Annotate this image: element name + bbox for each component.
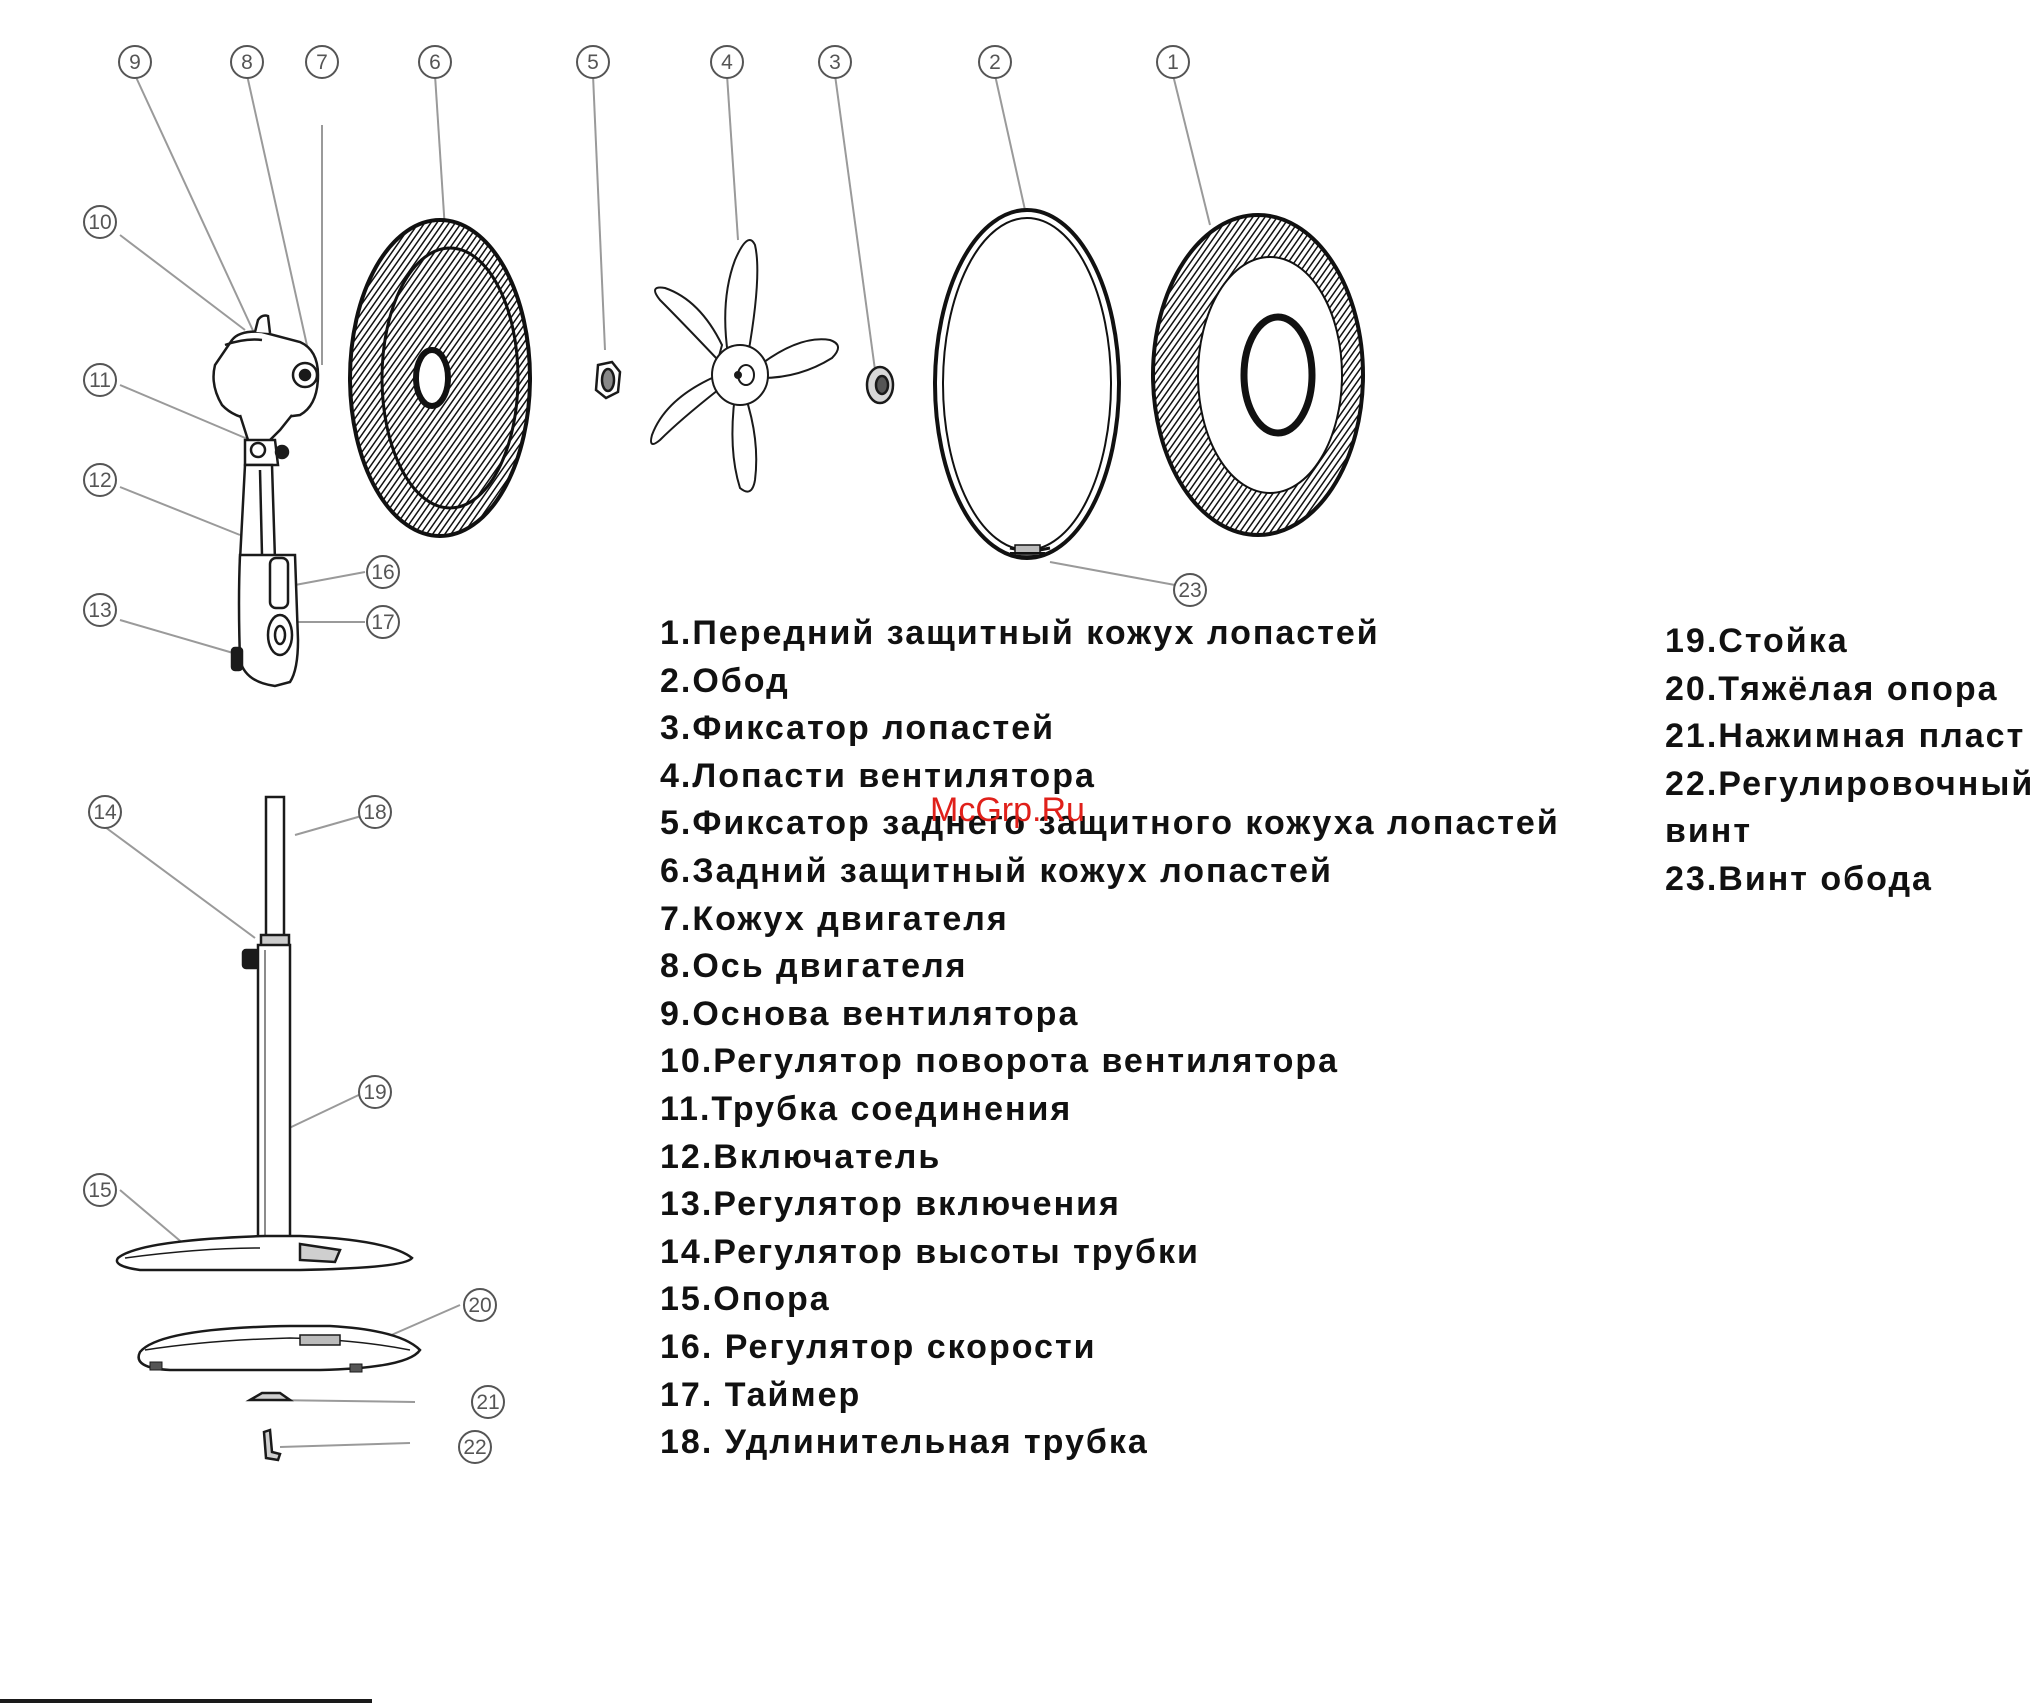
legend-item: 13.Регулятор включения	[660, 1185, 1121, 1224]
legend-item: 11.Трубка соединения	[660, 1089, 1073, 1128]
callout-circle	[366, 555, 400, 589]
callout-number: 21	[476, 1391, 499, 1414]
parts-legend-right: 19.Стойка 20.Тяжёлая опора 21.Нажимная п…	[1665, 618, 2034, 904]
callout-number: 17	[371, 611, 394, 634]
legend-item: 6.Задний защитный кожух лопастей	[660, 851, 1333, 890]
legend-item: 14.Регулятор высоты трубки	[660, 1232, 1200, 1271]
legend-item: 20.Тяжёлая опора	[1665, 669, 1999, 708]
callout-number: 2	[989, 51, 1001, 74]
legend-item: 2.Обод	[660, 661, 790, 700]
legend-item: 15.Опора	[660, 1280, 831, 1319]
legend-item: 3.Фиксатор лопастей	[660, 709, 1055, 748]
callout-circle	[83, 205, 117, 239]
callout-number: 11	[89, 369, 111, 392]
callout-circle	[88, 795, 122, 829]
callout-circle	[1156, 45, 1190, 79]
legend-item: 4.Лопасти вентилятора	[660, 756, 1096, 795]
callout-circle	[1173, 573, 1207, 607]
callout-circle	[358, 795, 392, 829]
legend-item: 21.Нажимная пласт	[1665, 717, 2026, 756]
watermark: McGrp.Ru	[930, 791, 1085, 829]
callout-number: 4	[721, 51, 733, 74]
callout-circle	[710, 45, 744, 79]
callout-circle	[83, 363, 117, 397]
callout-circle	[463, 1288, 497, 1322]
callout-circle	[366, 605, 400, 639]
callout-circle	[576, 45, 610, 79]
callout-number: 6	[429, 51, 441, 74]
callout-number: 9	[129, 51, 141, 74]
legend-item: 8.Ось двигателя	[660, 947, 968, 986]
callout-number: 8	[241, 51, 253, 74]
callout-number: 23	[1178, 579, 1201, 602]
spinner-illustration	[865, 365, 895, 405]
callout-circle	[978, 45, 1012, 79]
legend-item: 7.Кожух двигателя	[660, 899, 1009, 938]
callout-number: 12	[88, 469, 111, 492]
callout-circle	[83, 593, 117, 627]
legend-item: 9.Основа вентилятора	[660, 994, 1080, 1033]
callout-number: 20	[468, 1294, 491, 1317]
legend-item: 19.Стойка	[1665, 622, 1849, 660]
callout-number: 3	[829, 51, 841, 74]
callout-number: 18	[363, 801, 386, 824]
callout-number: 22	[463, 1436, 486, 1459]
callout-circle	[118, 45, 152, 79]
legend-item: 5.Фиксатор заднего защитного кожуха лопа…	[660, 804, 1560, 843]
rear-guard-illustration	[348, 218, 532, 538]
legend-item: 16. Регулятор скорости	[660, 1327, 1097, 1366]
legend-item: 10.Регулятор поворота вентилятора	[660, 1042, 1340, 1081]
front-guard-illustration	[1151, 213, 1365, 537]
fan-blades-illustration	[650, 239, 839, 493]
callout-number: 1	[1167, 51, 1179, 74]
callout-circle	[305, 45, 339, 79]
leader-lines	[104, 74, 1211, 1448]
callout-number: 7	[316, 51, 328, 74]
rear-guard-nut-illustration	[594, 360, 622, 400]
callout-circle	[358, 1075, 392, 1109]
callout-number: 14	[93, 801, 117, 824]
legend-item: 17. Таймер	[660, 1375, 862, 1414]
callout-number: 19	[363, 1081, 386, 1104]
callout-circle	[83, 1173, 117, 1207]
callout-circle	[471, 1385, 505, 1419]
legend-item: 12.Включатель	[660, 1137, 942, 1176]
legend-item: 23.Винт обода	[1665, 859, 1933, 898]
callout-number: 5	[587, 51, 599, 74]
callout-number: 15	[88, 1179, 111, 1202]
callout-circle	[230, 45, 264, 79]
callout-circle	[418, 45, 452, 79]
callout-circle	[818, 45, 852, 79]
parts-legend-left: 1.Передний защитный кожух лопастей 2.Обо…	[660, 610, 1560, 1467]
bottom-rule	[0, 1699, 372, 1703]
legend-item: 1.Передний защитный кожух лопастей	[660, 614, 1380, 652]
callout-number: 10	[88, 211, 111, 234]
legend-item: винт	[1665, 812, 1752, 851]
legend-item: 22.Регулировочный	[1665, 764, 2035, 803]
stand-illustration	[115, 795, 422, 1462]
callout-circle	[458, 1430, 492, 1464]
callout-circle	[83, 463, 117, 497]
callout-number: 16	[371, 561, 394, 584]
callout-number: 13	[88, 599, 111, 622]
rim-illustration	[933, 208, 1121, 560]
legend-item: 18. Удлинительная трубка	[660, 1423, 1149, 1462]
motor-head-illustration	[212, 314, 320, 688]
